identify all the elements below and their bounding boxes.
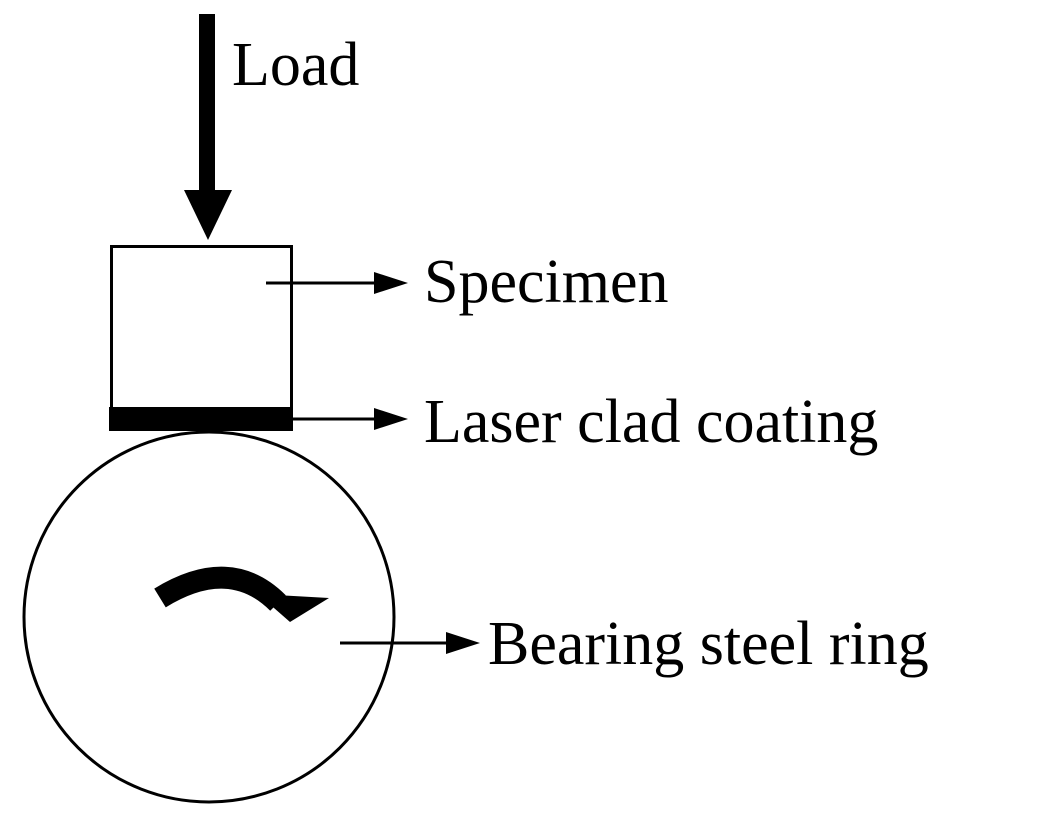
ring-pointer xyxy=(340,632,480,654)
load-arrow xyxy=(184,14,232,240)
down-arrow-icon xyxy=(184,190,232,240)
specimen-pointer xyxy=(266,272,408,294)
ring-label: Bearing steel ring xyxy=(488,610,929,678)
specimen-block xyxy=(110,245,293,422)
coating-label: Laser clad coating xyxy=(424,388,878,456)
coating-pointer xyxy=(290,408,408,430)
specimen-label: Specimen xyxy=(424,248,669,316)
load-label: Load xyxy=(232,31,359,99)
bearing-ring xyxy=(22,430,396,804)
coating-layer xyxy=(109,407,293,431)
clockwise-rotation-arrow-icon xyxy=(154,566,329,622)
load-arrow-shaft xyxy=(199,14,215,192)
